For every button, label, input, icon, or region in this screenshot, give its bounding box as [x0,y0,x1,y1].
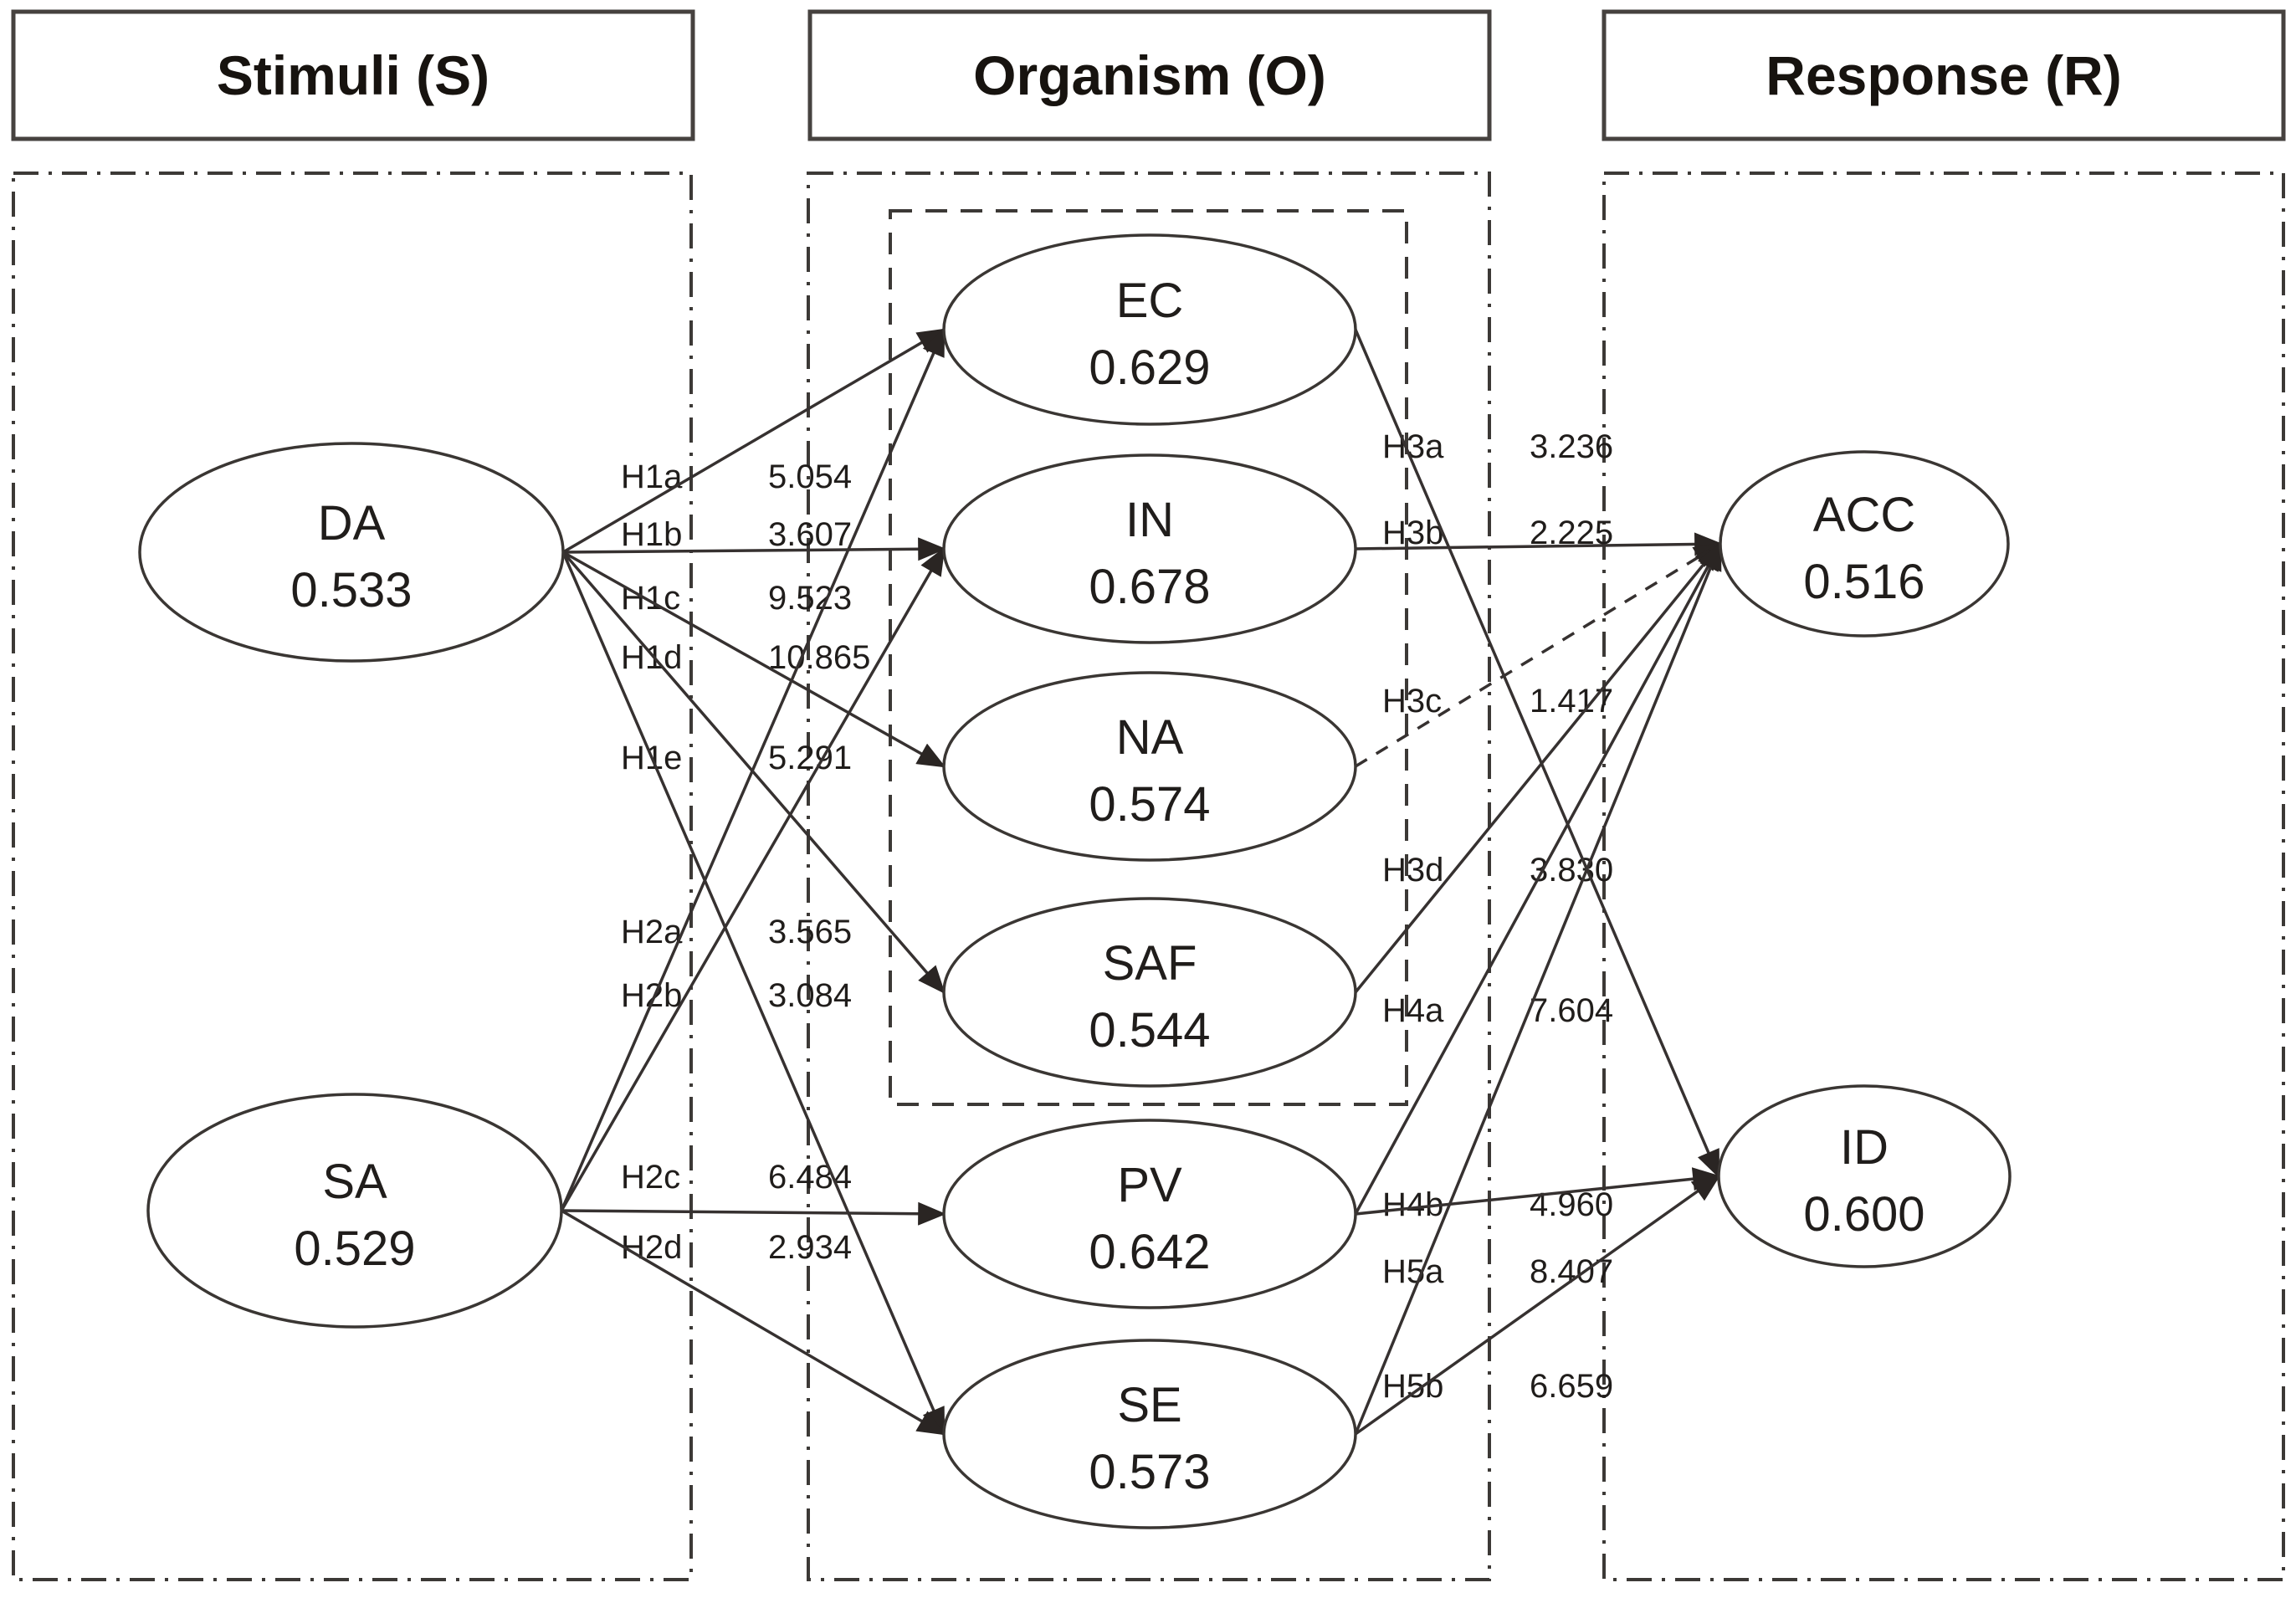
edge-H2b-SA-IN [560,546,946,1211]
edge-H3d-SAF-ACC [1354,541,1722,994]
node-SE-ellipse [942,1339,1357,1529]
node-EC-ellipse [942,233,1357,426]
panel-response [1602,172,2285,1581]
section-title-response: Response (R) [1766,44,2121,106]
edge-H1a-DA-EC [562,328,946,554]
edge-H2d-SA-SE [561,1209,946,1436]
node-IN-ellipse [942,453,1357,644]
node-ACC-ellipse [1719,450,2010,638]
header-box-stimuli [11,9,695,141]
edge-H2a-SA-EC [560,327,946,1211]
edge-H3a-EC-ID [1354,329,1720,1179]
edge-H4b-PV-ID [1355,1167,1721,1216]
edge-H2c-SA-PV [561,1201,946,1226]
section-title-organism: Organism (O) [973,44,1326,106]
edges [560,327,1723,1437]
node-NA-ellipse [942,671,1357,862]
node-SA-ellipse [146,1093,563,1329]
edge-H1b-DA-IN [562,537,946,561]
section-panels [12,172,2285,1581]
edge-H1d-DA-SAF [561,551,946,995]
node-ID-ellipse [1717,1084,2012,1268]
edge-H4a-PV-ACC [1354,541,1722,1215]
header-box-response [1602,9,2286,141]
node-PV-ellipse [942,1119,1357,1309]
section-headers: Stimuli (S) Organism (O) Response (R) [11,9,2286,141]
organism-inner-dashed-box [889,209,1408,1106]
panel-organism [807,172,1491,1581]
section-title-stimuli: Stimuli (S) [217,44,489,106]
node-SAF-ellipse [942,897,1357,1088]
edge-H5b-SE-ID [1354,1175,1721,1436]
edge-H5a-SE-ACC [1354,541,1722,1435]
edge-H1e-DA-SE [561,551,946,1437]
header-box-organism [807,9,1492,141]
node-DA-ellipse [138,442,565,663]
edge-H3c-NA-ACC-dashed [1355,542,1723,768]
edge-H1c-DA-NA [562,551,946,768]
edge-H3b-IN-ACC [1355,532,1723,556]
panel-stimuli [12,172,693,1581]
